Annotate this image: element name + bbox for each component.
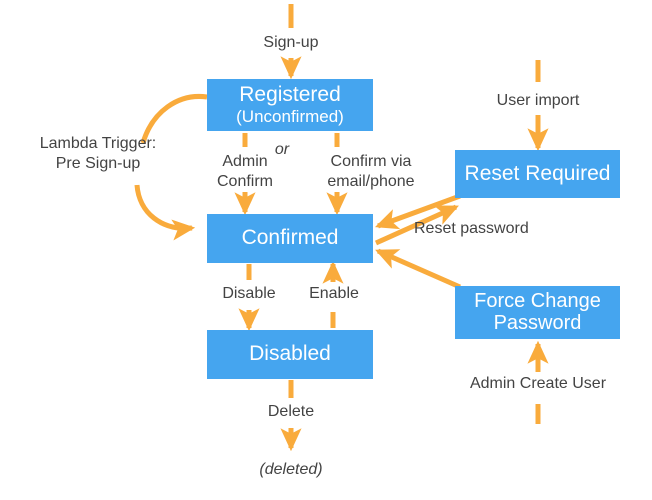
state-box-confirmed[interactable]: Confirmed bbox=[207, 214, 373, 263]
edge-label-lambda-trigger: Lambda Trigger: Pre Sign-up bbox=[39, 135, 157, 172]
edge-label-confirm-via-email-phone: Confirm via email/phone bbox=[327, 153, 415, 190]
arrow-force-change-password-to-confirmed bbox=[375, 248, 462, 290]
edge-label-reset-password: Reset password bbox=[414, 220, 529, 237]
edge-label-delete: Delete bbox=[267, 403, 315, 420]
arrow-lambda-trigger-upper bbox=[140, 93, 208, 144]
edge-label-admin-create-user: Admin Create User bbox=[469, 375, 607, 392]
state-box-registered[interactable]: Registered (Unconfirmed) bbox=[207, 79, 373, 131]
state-label-registered-line1: Registered bbox=[239, 82, 341, 106]
state-box-force-change-password[interactable]: Force Change Password bbox=[455, 286, 620, 339]
edge-label-or: or bbox=[274, 141, 290, 158]
arrow-lambda-trigger-lower bbox=[134, 184, 196, 241]
edge-label-admin-confirm: Admin Confirm bbox=[216, 153, 273, 190]
state-label-registered-line2: (Unconfirmed) bbox=[236, 106, 344, 126]
state-label-force-change-password-line1: Force Change bbox=[474, 289, 601, 312]
state-box-disabled[interactable]: Disabled bbox=[207, 330, 373, 379]
state-box-reset-required[interactable]: Reset Required bbox=[455, 150, 620, 198]
terminal-label-deleted: (deleted) bbox=[259, 461, 323, 478]
state-label-confirmed: Confirmed bbox=[241, 226, 339, 250]
edge-label-enable: Enable bbox=[309, 285, 359, 302]
state-label-reset-required: Reset Required bbox=[464, 161, 611, 185]
arrow-confirmed-to-reset-required bbox=[374, 204, 459, 246]
edge-label-user-import: User import bbox=[496, 92, 580, 109]
edge-label-disable: Disable bbox=[222, 285, 276, 302]
state-label-disabled: Disabled bbox=[249, 342, 331, 366]
state-label-force-change-password-line2: Password bbox=[493, 311, 582, 334]
edge-label-sign-up: Sign-up bbox=[263, 34, 319, 51]
arrow-reset-required-to-confirmed bbox=[374, 193, 461, 230]
